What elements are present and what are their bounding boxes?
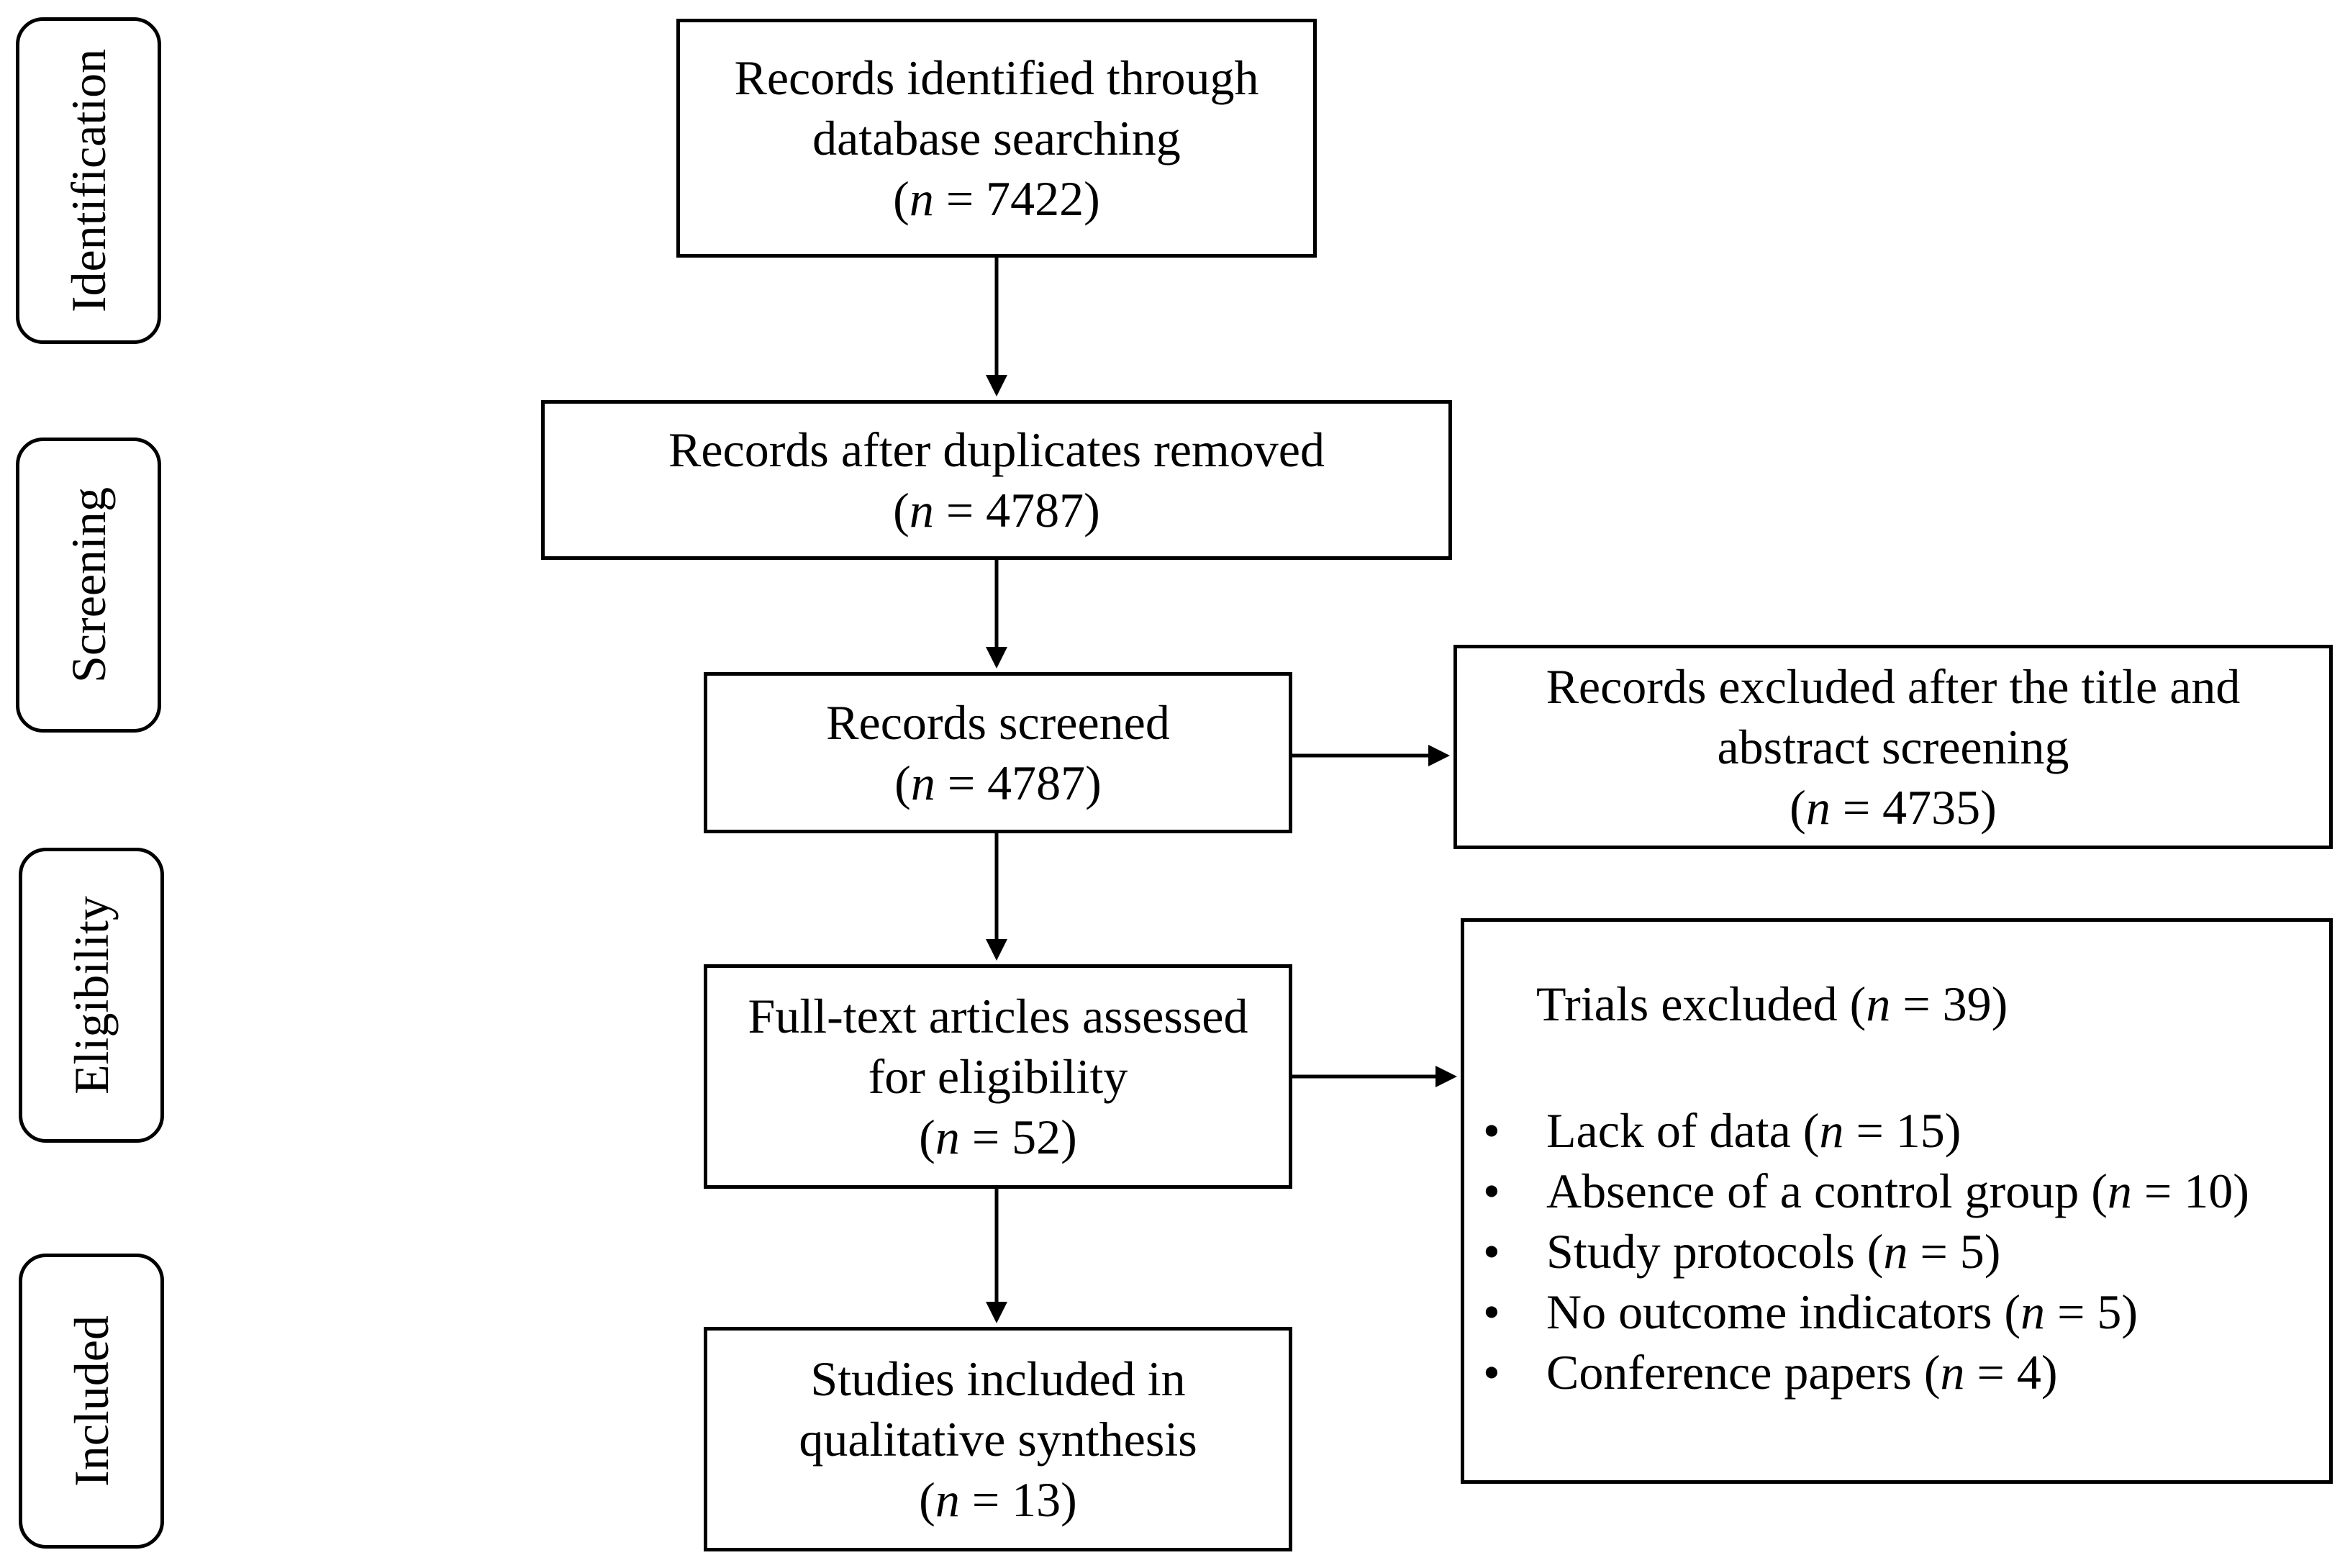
stage-identification: Identification [16,17,161,344]
exclusion-item: •Study protocols (n = 5) [1464,1221,2249,1282]
records-identified-box: Records identified through database sear… [676,19,1317,258]
full-text-line1: Full-text articles assessed [748,989,1248,1043]
records-screened-line1: Records screened [826,695,1170,750]
trials-excluded-heading: Trials excluded (n = 39) [1536,976,2008,1031]
stage-included: Included [19,1254,164,1549]
studies-included-line1: Studies included in [810,1351,1186,1406]
exclusion-item: •No outcome indicators (n = 5) [1464,1282,2249,1342]
bullet-icon: • [1483,1345,1500,1400]
records-identified-count: (n = 7422) [893,171,1100,226]
stage-screening: Screening [16,438,161,733]
records-excluded-line1: Records excluded after the title and [1546,659,2241,714]
full-text-count: (n = 52) [919,1110,1077,1164]
bullet-icon: • [1483,1284,1500,1339]
records-excluded-line2: abstract screening [1717,720,2069,774]
exclusion-item: •Lack of data (n = 15) [1464,1100,2249,1161]
trials-excluded-list: •Lack of data (n = 15) •Absence of a con… [1464,1100,2249,1402]
records-identified-line1: Records identified through [734,50,1259,105]
records-screened-count: (n = 4787) [894,756,1102,810]
full-text-assessed-box: Full-text articles assessed for eligibil… [704,964,1292,1189]
records-identified-line2: database searching [812,111,1181,166]
records-after-duplicates-box: Records after duplicates removed (n = 47… [541,400,1452,560]
studies-included-count: (n = 13) [919,1472,1077,1527]
records-excluded-box: Records excluded after the title and abs… [1453,645,2333,849]
records-after-duplicates-count: (n = 4787) [893,483,1100,538]
studies-included-box: Studies included in qualitative synthesi… [704,1327,1292,1551]
bullet-icon: • [1483,1164,1500,1218]
bullet-icon: • [1483,1103,1500,1158]
stage-eligibility: Eligibility [19,848,164,1143]
studies-included-line2: qualitative synthesis [799,1412,1197,1467]
records-screened-box: Records screened (n = 4787) [704,672,1292,833]
bullet-icon: • [1483,1224,1500,1279]
exclusion-item: •Conference papers (n = 4) [1464,1342,2249,1402]
exclusion-item: •Absence of a control group (n = 10) [1464,1161,2249,1221]
records-excluded-count: (n = 4735) [1790,780,1997,835]
trials-excluded-box: Trials excluded (n = 39) •Lack of data (… [1461,918,2333,1484]
full-text-line2: for eligibility [868,1049,1128,1104]
records-after-duplicates-line1: Records after duplicates removed [668,422,1325,477]
